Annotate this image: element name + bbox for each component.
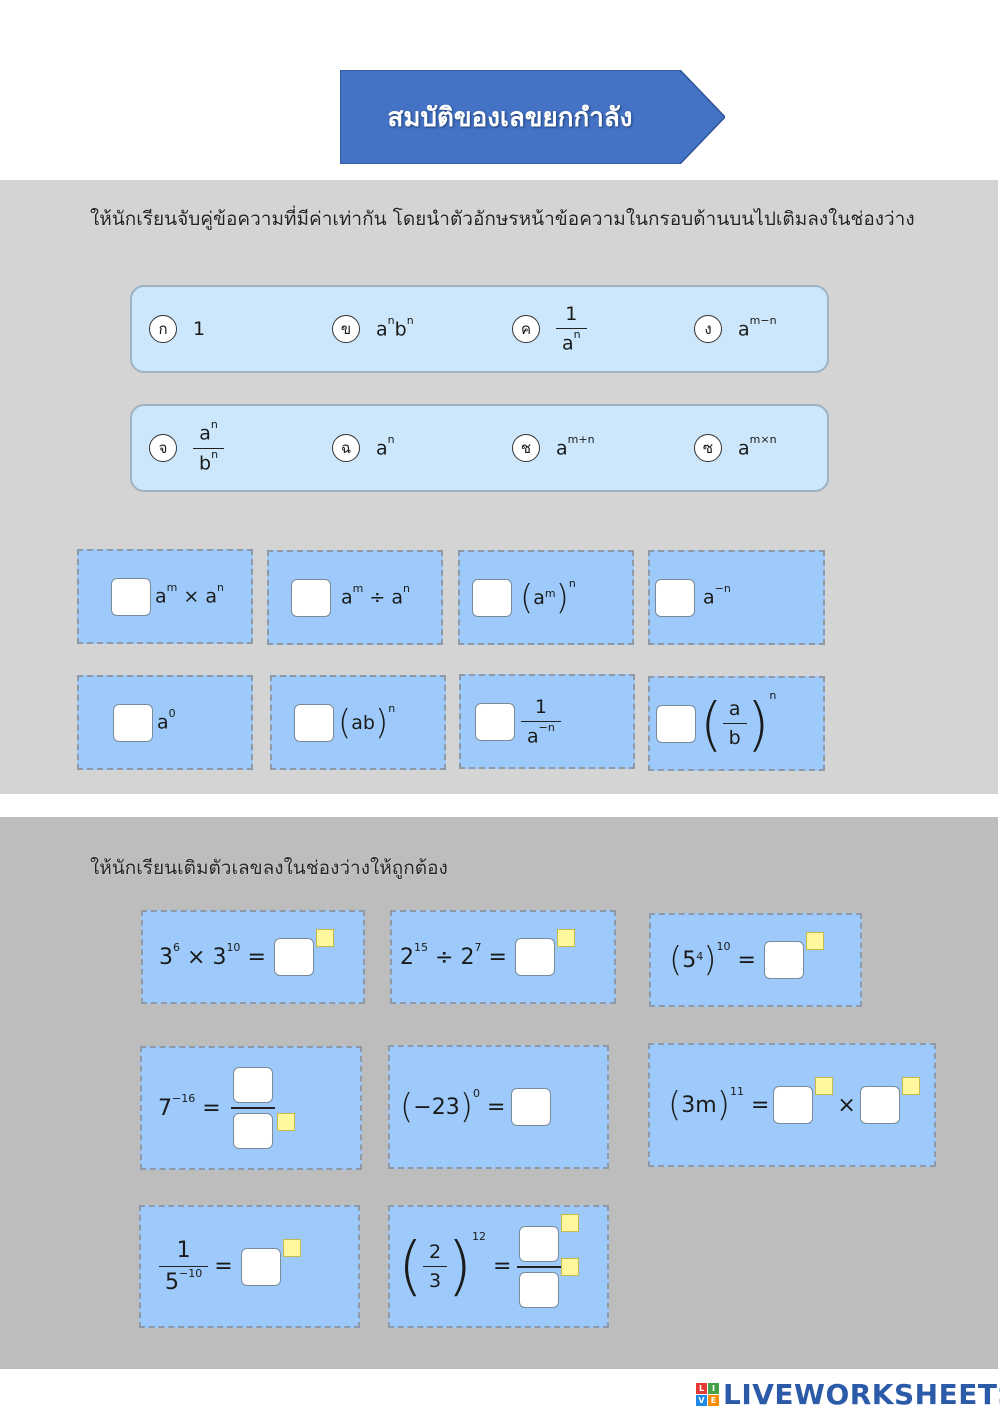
- option-expression: am×n: [738, 432, 777, 460]
- option-letter: ก: [149, 315, 177, 343]
- answer-box[interactable]: [294, 703, 334, 742]
- logo-mark-icon: L I V E: [696, 1383, 719, 1406]
- exercise-expression: 7−16 =: [158, 1092, 221, 1121]
- option-letter: ข: [332, 315, 360, 343]
- answer-box[interactable]: [111, 577, 151, 616]
- card-expression: a0: [157, 707, 176, 734]
- answer-exponent-box-1[interactable]: [815, 1077, 834, 1095]
- match-card: am ÷ an: [267, 550, 443, 645]
- multiply-sign: ×: [837, 1092, 856, 1118]
- answer-exponent-box[interactable]: [315, 929, 334, 947]
- option-ngo: ง am−n: [694, 287, 777, 371]
- answer-base-box[interactable]: [514, 938, 555, 976]
- equals-sign: =: [214, 1254, 233, 1279]
- option-cho: จ an bn: [149, 406, 225, 490]
- card-expression: (ab)n: [338, 702, 396, 743]
- answer-denominator-box[interactable]: [519, 1271, 560, 1308]
- match-card: am × an: [77, 549, 253, 644]
- exercise-fraction: 1 5−10: [159, 1238, 209, 1295]
- card-expression: a−n: [703, 582, 731, 609]
- answer-fraction: [230, 1067, 275, 1149]
- option-expression: an: [376, 432, 395, 460]
- option-fraction: 1 an: [556, 303, 587, 355]
- answer-numerator-box[interactable]: [519, 1225, 560, 1262]
- options-box-2: จ an bn ฉ an ช am+n ซ am×n: [130, 404, 829, 492]
- answer-denominator-exponent-box[interactable]: [561, 1257, 580, 1276]
- answer-numerator-box[interactable]: [232, 1067, 273, 1103]
- match-card: (ab)n: [270, 675, 446, 770]
- options-box-1: ก 1 ข anbn ค 1 an ง am−n: [130, 285, 829, 373]
- answer-numerator-exponent-box[interactable]: [561, 1213, 580, 1232]
- answer-base-box[interactable]: [763, 941, 804, 979]
- answer-box[interactable]: [472, 578, 512, 617]
- option-so: ซ am×n: [694, 406, 777, 490]
- match-card: a−n: [648, 550, 825, 645]
- exercise-expression: (3m)11 =: [668, 1084, 770, 1125]
- option-letter: ช: [512, 434, 540, 462]
- option-expression: am+n: [556, 432, 595, 460]
- option-chho: ฉ an: [332, 406, 395, 490]
- answer-box[interactable]: [656, 704, 696, 743]
- answer-exponent-box[interactable]: [282, 1238, 301, 1257]
- answer-box[interactable]: [113, 703, 153, 742]
- option-kho: ข anbn: [332, 287, 414, 371]
- answer-exponent-box-2[interactable]: [901, 1077, 920, 1095]
- option-expression: 1: [193, 318, 206, 340]
- answer-box[interactable]: [475, 702, 515, 741]
- page-title: สมบัติของเลขยกกำลัง: [387, 102, 633, 133]
- answer-base-box-1[interactable]: [773, 1086, 814, 1124]
- answer-fraction: [517, 1213, 581, 1308]
- exercise-card: 36 × 310 =: [141, 910, 365, 1004]
- liveworksheets-logo: L I V E LIVEWORKSHEETS: [696, 1378, 1000, 1411]
- exercise-card: (−23)0 =: [388, 1045, 609, 1169]
- logo-text: LIVEWORKSHEETS: [723, 1378, 1000, 1411]
- option-letter: ซ: [694, 434, 722, 462]
- answer-exponent-box[interactable]: [276, 1113, 295, 1131]
- exercise-expression: 215 ÷ 27 =: [400, 941, 507, 970]
- banner-arrow-shape: [340, 70, 725, 164]
- answer-denominator-box[interactable]: [232, 1113, 273, 1149]
- card-expression: am × an: [155, 581, 225, 608]
- exercise-expression: (−23)0 =: [400, 1086, 506, 1127]
- option-letter: ง: [694, 315, 722, 343]
- option-cho-chang: ช am+n: [512, 406, 595, 490]
- answer-box[interactable]: [291, 578, 331, 617]
- option-expression: am−n: [738, 313, 777, 341]
- fill-in-instruction: ให้นักเรียนเติมตัวเลขลงในช่องว่างให้ถูกต…: [90, 857, 448, 879]
- answer-base-box-2[interactable]: [859, 1086, 900, 1124]
- option-ko: ก 1: [149, 287, 205, 371]
- match-card: a0: [77, 675, 253, 770]
- option-kho-khwai: ค 1 an: [512, 287, 587, 371]
- answer-exponent-box[interactable]: [805, 932, 824, 950]
- exercise-card: 1 5−10 =: [139, 1205, 360, 1328]
- answer-base-box[interactable]: [273, 938, 314, 976]
- option-letter: จ: [149, 434, 177, 462]
- exercise-expression: 36 × 310 =: [159, 941, 266, 970]
- answer-box[interactable]: [511, 1088, 552, 1126]
- answer-box[interactable]: [655, 578, 695, 617]
- answer-base-box[interactable]: [240, 1247, 281, 1286]
- exercise-card: 215 ÷ 27 =: [390, 910, 616, 1004]
- exercise-card: 7−16 =: [140, 1046, 362, 1170]
- card-expression: am ÷ an: [341, 582, 411, 609]
- exercise-card: (3m)11 = ×: [648, 1043, 936, 1167]
- title-banner: สมบัติของเลขยกกำลัง: [340, 70, 725, 164]
- option-expression: anbn: [376, 313, 414, 341]
- option-fraction: an bn: [193, 418, 225, 474]
- option-letter: ฉ: [332, 434, 360, 462]
- option-letter: ค: [512, 315, 540, 343]
- answer-exponent-box[interactable]: [556, 929, 575, 947]
- match-card: 1 a−n: [459, 674, 635, 769]
- card-fraction: 1 a−n: [521, 696, 561, 747]
- matching-instruction: ให้นักเรียนจับคู่ข้อความที่มีค่าเท่ากัน …: [90, 208, 915, 230]
